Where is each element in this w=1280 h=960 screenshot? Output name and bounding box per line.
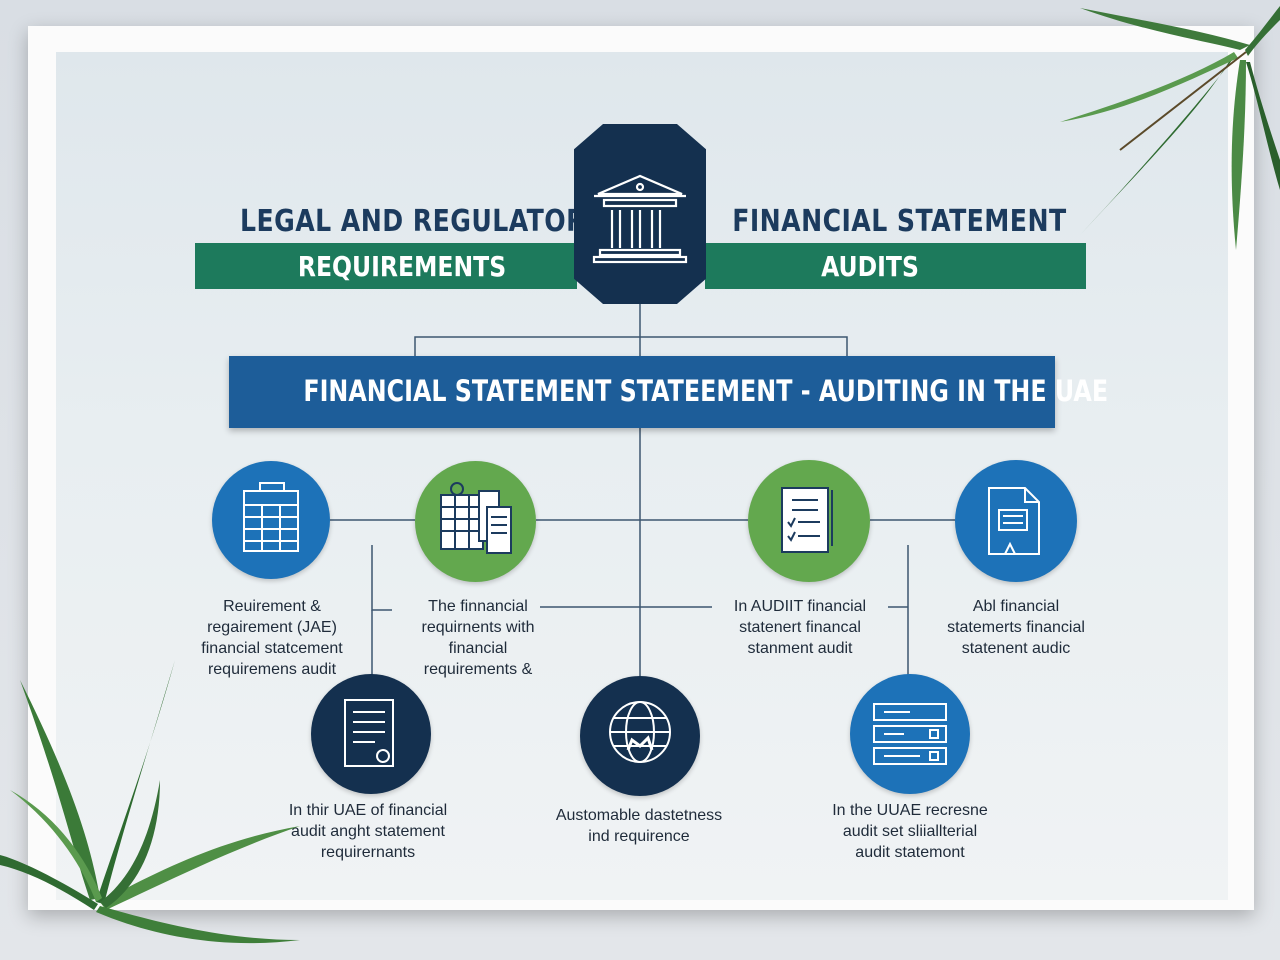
left-title-band	[195, 243, 577, 289]
right-title-line2: AUDITS	[821, 250, 919, 283]
node-4-circle	[955, 460, 1077, 582]
node-2-circle	[415, 461, 536, 582]
node-6-circle	[580, 676, 700, 796]
node-1-label: Reuirement &regairement (JAE) financial …	[201, 598, 343, 678]
spreadsheet-icon	[440, 482, 512, 554]
node-5-circle	[311, 674, 431, 794]
plant-top-right-decoration	[1060, 6, 1280, 250]
banner-title: FINANCIAL STATEMENT STATEEMENT - AUDITIN…	[303, 374, 1109, 408]
document-icon	[988, 487, 1040, 555]
globe-icon	[609, 701, 671, 763]
main-banner: FINANCIAL STATEMENT STATEEMENT - AUDITIN…	[229, 356, 1109, 428]
table-icon	[243, 482, 299, 552]
node-1-circle	[212, 461, 330, 579]
plant-bottom-left-decoration	[0, 660, 300, 944]
connector-banner-bracket	[414, 336, 848, 356]
right-title-line1: FINANCIAL STATEMENT	[732, 204, 1067, 239]
checklist-icon	[781, 487, 833, 553]
node-7-circle	[850, 674, 970, 794]
right-title-band	[705, 243, 1086, 289]
bank-icon	[592, 174, 688, 264]
left-title-line1: LEGAL AND REGULATORY	[240, 204, 604, 239]
connector-left-branch	[371, 545, 392, 611]
left-title-line2: REQUIREMENTS	[297, 250, 507, 283]
server-icon	[873, 703, 947, 765]
node-3-circle	[748, 460, 870, 582]
report-icon	[344, 699, 394, 767]
